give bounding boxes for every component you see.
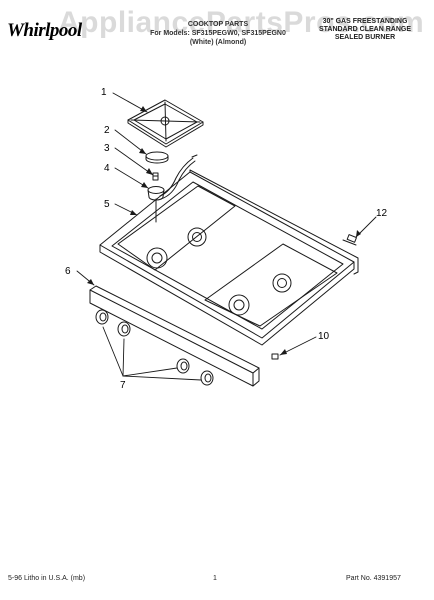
description-line-2: STANDARD CLEAN RANGE — [318, 26, 412, 33]
callout-6: 6 — [65, 266, 71, 277]
spark-igniter — [342, 234, 357, 246]
callout-7: 7 — [120, 380, 126, 391]
burner-cap — [145, 151, 169, 164]
description-line-1: 30" GAS FREESTANDING — [322, 18, 408, 25]
page-number: 1 — [213, 575, 217, 582]
control-knob — [117, 321, 131, 337]
part-number: Part No. 4391957 — [346, 575, 401, 582]
burner-base — [147, 154, 198, 223]
control-knobs — [95, 309, 214, 386]
burner-grate — [127, 99, 204, 148]
diagram-title: COOKTOP PARTS For Models: SF315PEGW0, SF… — [138, 20, 298, 47]
callout-5: 5 — [104, 199, 110, 210]
callout-12: 12 — [376, 208, 388, 219]
brand-logo: Whirlpool — [7, 20, 82, 41]
callout-numbers: 1 2 3 4 5 6 7 10 12 — [65, 87, 388, 391]
manifold-panel — [89, 285, 260, 387]
callout-10: 10 — [318, 331, 330, 342]
knob-clip — [271, 353, 279, 360]
cooktop — [99, 169, 359, 346]
control-knob — [95, 309, 109, 325]
title-line-2: For Models: SF315PEGW0, SF315PEGN0 — [150, 30, 286, 37]
callout-2: 2 — [104, 125, 110, 136]
title-line-3: (White) (Almond) — [189, 39, 247, 46]
orifice — [152, 172, 159, 181]
control-knob — [176, 358, 190, 374]
control-knob — [200, 370, 214, 386]
callout-3: 3 — [104, 143, 110, 154]
watermark: AppliancePartsPros.com — [58, 6, 425, 39]
footer-litho: 5-96 Litho in U.S.A. (mb) — [8, 575, 86, 582]
callout-4: 4 — [104, 163, 110, 174]
description-line-3: SEALED BURNER — [334, 34, 396, 41]
model-description: 30" GAS FREESTANDING STANDARD CLEAN RANG… — [300, 18, 430, 42]
leader-lines — [76, 92, 377, 381]
callout-1: 1 — [101, 87, 107, 98]
title-line-1: COOKTOP PARTS — [187, 21, 249, 28]
leader-arrowheads — [87, 106, 361, 355]
